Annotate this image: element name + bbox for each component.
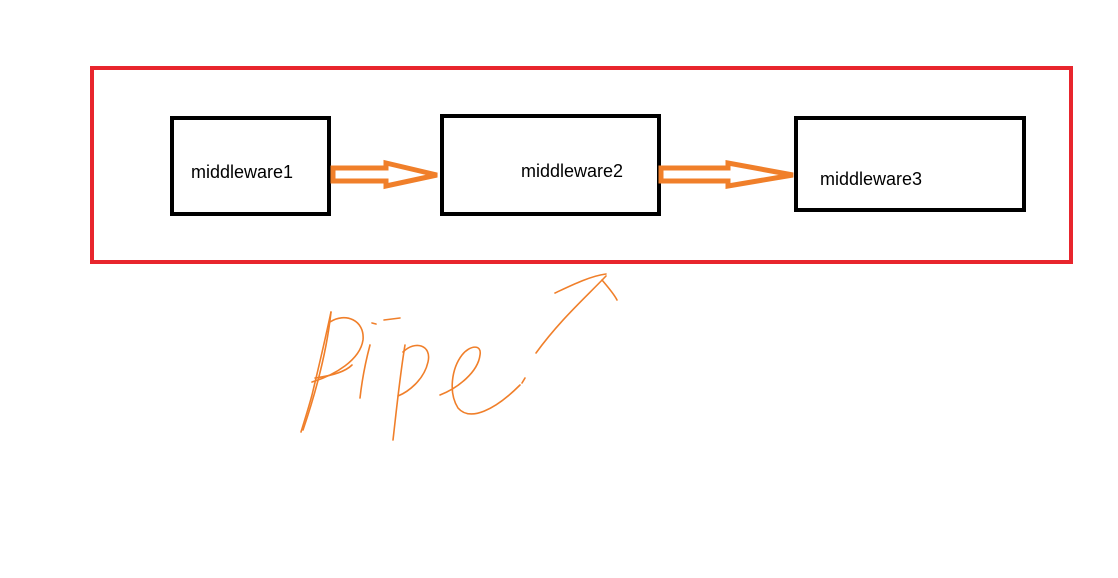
edge-arrow-2 (658, 159, 794, 189)
pipeline-container (90, 66, 1073, 264)
middleware2-label: middleware2 (521, 161, 624, 181)
edge-arrow-1 (330, 159, 438, 190)
middleware1-box (170, 116, 331, 216)
middleware3-label: middleware3 (820, 169, 923, 189)
pipe-handwriting (300, 273, 618, 441)
middleware3-box (794, 116, 1026, 212)
middleware2-box (440, 114, 661, 216)
middleware1-label: middleware1 (191, 162, 294, 182)
